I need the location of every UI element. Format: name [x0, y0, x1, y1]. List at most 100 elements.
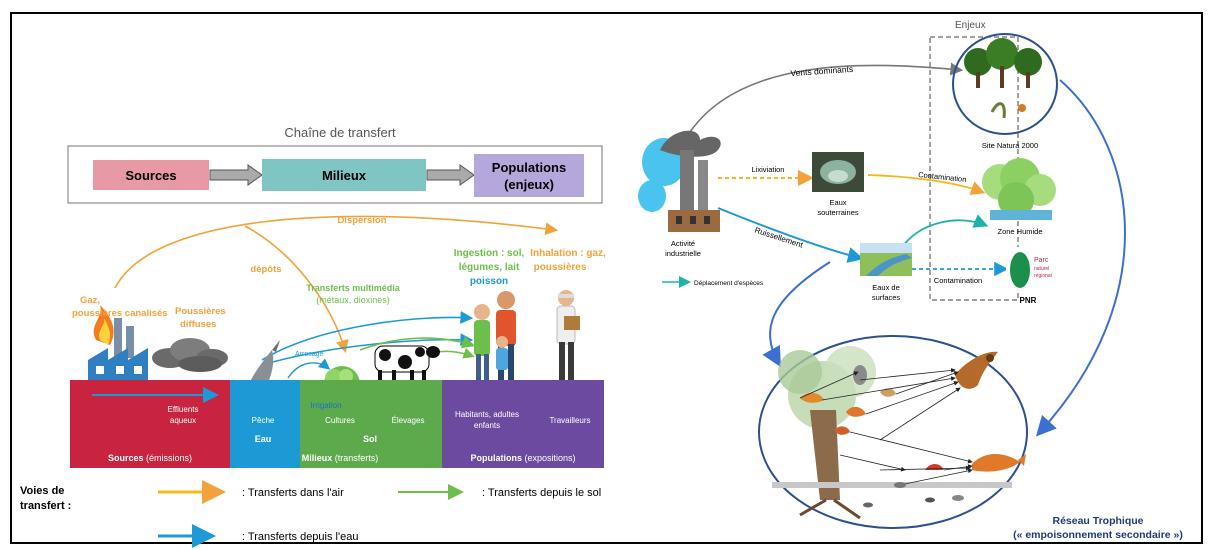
bar-eau — [230, 380, 300, 468]
factory-icon — [88, 305, 148, 380]
exposure-bar: Effluents aqueux Pêche Irrigation Cultur… — [70, 380, 604, 468]
bar-habitants-2: enfants — [474, 421, 500, 430]
pnr-parc-l1: Parc — [1034, 257, 1049, 264]
chain-box-sources — [93, 160, 209, 190]
label-inhalation-2: poussières — [534, 262, 587, 273]
industry-icon — [638, 130, 721, 232]
natura-site-icon — [952, 33, 1058, 135]
label-inhalation-1: Inhalation : gaz, — [530, 248, 606, 259]
label-ingestion-3: poisson — [470, 276, 508, 287]
eaux-surf-to-zone-arrow — [899, 214, 989, 251]
label-arrosage: Arrosage — [295, 351, 324, 358]
wetland-icon — [982, 158, 1056, 220]
bar-sol-label: Sol — [363, 434, 377, 444]
bar-populations-rest: (expositions) — [522, 453, 576, 463]
contamination-top-arrow — [867, 174, 986, 195]
legend-title-2: transfert : — [20, 500, 71, 512]
bar-travailleurs: Travailleurs — [549, 416, 590, 425]
transfer-legend: Voies de transfert : : Transferts dans l… — [20, 480, 601, 548]
dispersion-arrow — [114, 215, 559, 289]
vents-arrow — [689, 62, 964, 133]
bar-sources-caption: Sources (émissions) — [108, 453, 192, 463]
trophic-network — [758, 335, 1028, 529]
right-arrows — [689, 62, 1126, 437]
bar-milieux-rest: (transferts) — [332, 453, 378, 463]
pnr-logo-icon: Parc naturel régional — [1006, 247, 1058, 293]
label-gaz-2: poussières canalisés — [72, 308, 168, 319]
chain-title: Chaîne de transfert — [284, 125, 396, 140]
cow-icon — [374, 345, 440, 382]
bar-peche: Pêche — [252, 416, 275, 425]
diffuse-dust-cloud-icon — [152, 338, 228, 372]
chain-box-populations-label-1: Populations — [492, 160, 566, 175]
reseau-title: Réseau Trophique — [1052, 515, 1143, 527]
label-ingestion-1: Ingestion : sol, — [454, 248, 525, 259]
surface-water-icon — [860, 243, 912, 276]
label-contamination-bottom: Contamination — [934, 276, 982, 285]
raptor-icon — [955, 351, 998, 389]
label-gaz-1: Gaz, — [80, 295, 100, 306]
bar-milieux-caption: Milieux (transferts) — [302, 453, 379, 463]
legend-title-1: Voies de — [20, 485, 64, 497]
bar-sources-rest: (émissions) — [144, 453, 193, 463]
reseau-subtitle: (« empoisonnement secondaire ») — [1013, 529, 1183, 541]
owl-icon — [853, 365, 867, 385]
label-zone-humide: Zone Humide — [997, 227, 1042, 236]
bar-populations — [442, 380, 604, 468]
label-vents: Vents dominants — [790, 64, 853, 78]
bar-populations-caption: Populations (expositions) — [470, 453, 575, 463]
groundwater-cave-icon — [812, 152, 864, 192]
label-transferts-2: (métaux, dioxines) — [316, 295, 390, 305]
label-activite-2: industrielle — [665, 249, 701, 258]
bar-eau-label: Eau — [255, 434, 272, 444]
left-annotations: Dispersion dépôts Gaz, poussières canali… — [72, 215, 606, 358]
chain-arrow-1 — [209, 164, 263, 186]
label-poussieres-2: diffuses — [180, 319, 216, 330]
bar-populations-bold: Populations — [470, 453, 522, 463]
label-activite-1: Activité — [671, 239, 695, 248]
tree-icon — [778, 346, 876, 520]
chain-box-populations-label-2: (enjeux) — [504, 177, 554, 192]
natura-to-trophic-arrow — [1035, 79, 1126, 437]
bar-effluents-2: aqueux — [170, 416, 196, 425]
label-lixiviation: Lixiviation — [752, 165, 785, 174]
label-pnr: PNR — [1020, 296, 1037, 305]
bar-habitants-1: Habitants, adultes — [455, 410, 519, 419]
depots-arrow — [244, 225, 349, 354]
label-ingestion-2: légumes, lait — [459, 262, 520, 273]
chain-box-milieux — [262, 159, 426, 191]
transfer-green-1 — [359, 336, 476, 351]
chain-box-milieux-label: Milieux — [322, 168, 367, 183]
enjeux-title: Enjeux — [955, 20, 986, 31]
label-eaux-surf-2: surfaces — [872, 293, 901, 302]
label-transferts-1: Transferts multimédia — [306, 283, 401, 293]
bar-irrigation: Irrigation — [310, 401, 341, 410]
label-eaux-sout-2: souterraines — [817, 208, 859, 217]
bar-effluents-1: Effluents — [168, 405, 199, 414]
family-icon — [474, 291, 516, 386]
bar-sources-bold: Sources — [108, 453, 144, 463]
label-poussieres-1: Poussières — [175, 306, 226, 317]
bar-sol — [300, 380, 442, 468]
soil-strip — [772, 482, 1012, 488]
chain-box-sources-label: Sources — [125, 168, 176, 183]
transfer-blue-upper — [261, 311, 474, 361]
invertebrates-icon — [863, 482, 964, 508]
ruissellement-arrow — [717, 207, 864, 263]
worker-icon — [556, 290, 580, 382]
legend-eau: : Transferts depuis l'eau — [242, 531, 358, 543]
label-eaux-sout-1: Eaux — [829, 198, 846, 207]
chain-of-transfer: Chaîne de transfert Sources Milieux Popu… — [67, 125, 603, 204]
pnr-parc-l2: naturel — [1034, 266, 1049, 272]
legend-air: : Transferts dans l'air — [242, 487, 344, 499]
label-depots: dépôts — [250, 264, 281, 275]
food-web-links — [799, 368, 973, 486]
pnr-parc-l3: régional — [1034, 273, 1052, 279]
label-natura: Site Natura 2000 — [982, 141, 1038, 150]
chain-box-populations — [474, 154, 584, 197]
bar-cultures: Cultures — [325, 416, 355, 425]
figure-frame — [10, 12, 1203, 544]
bar-elevages: Élevages — [392, 416, 425, 425]
bar-milieux-bold: Milieux — [302, 453, 333, 463]
label-eaux-surf-1: Eaux de — [872, 283, 900, 292]
